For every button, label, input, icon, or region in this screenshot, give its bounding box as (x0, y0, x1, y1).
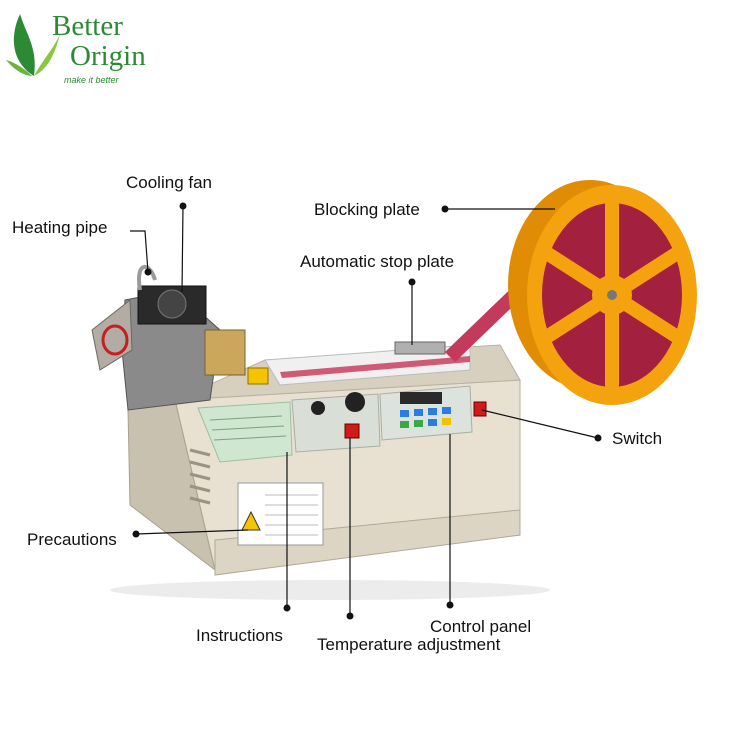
brand-name-line1: Better (52, 10, 123, 42)
label-heating-pipe: Heating pipe (12, 218, 108, 237)
heating-pipe-cable (137, 264, 157, 291)
side-vents (189, 448, 211, 505)
warning-triangle-icon (241, 510, 261, 531)
temperature-control-panel (291, 393, 381, 453)
label-temperature-adjustment: Temperature adjustment (317, 635, 501, 654)
label-automatic-stop-plate: Automatic stop plate (300, 252, 455, 271)
digital-display (400, 392, 442, 404)
label-cooling-fan: Cooling fan (126, 173, 213, 192)
machine-base (214, 509, 521, 576)
leader-precautions (135, 529, 249, 535)
automatic-stop-plate (394, 341, 446, 355)
main-switch (473, 401, 487, 417)
temperature-knob-small (311, 401, 325, 415)
label-switch: Switch (612, 429, 663, 448)
leader-cooling-fan (181, 205, 184, 293)
control-buttons (400, 407, 451, 428)
temperature-knob-large (345, 392, 365, 412)
brand-tagline: make it better (64, 75, 119, 85)
fan-grille-icon (157, 289, 187, 319)
leaf-logo-icon (6, 14, 60, 76)
label-control-panel: Control panel (430, 617, 532, 636)
label-blocking-plate: Blocking plate (314, 200, 420, 219)
label-precautions: Precautions (27, 530, 117, 549)
power-switch-icon (344, 423, 360, 439)
floor-shadow (110, 580, 550, 600)
yellow-clamp (247, 367, 269, 385)
leader-heating-pipe (130, 230, 149, 273)
cutter-spring-block (204, 329, 246, 376)
leader-lines (130, 205, 599, 616)
brand-name-line2: Origin (70, 40, 146, 72)
ribbon-on-track (280, 356, 470, 378)
leader-dots (132, 202, 602, 620)
label-instructions: Instructions (196, 626, 283, 645)
reel-axle (607, 290, 617, 300)
heating-plate-disc (101, 324, 129, 356)
leader-switch (481, 409, 599, 439)
